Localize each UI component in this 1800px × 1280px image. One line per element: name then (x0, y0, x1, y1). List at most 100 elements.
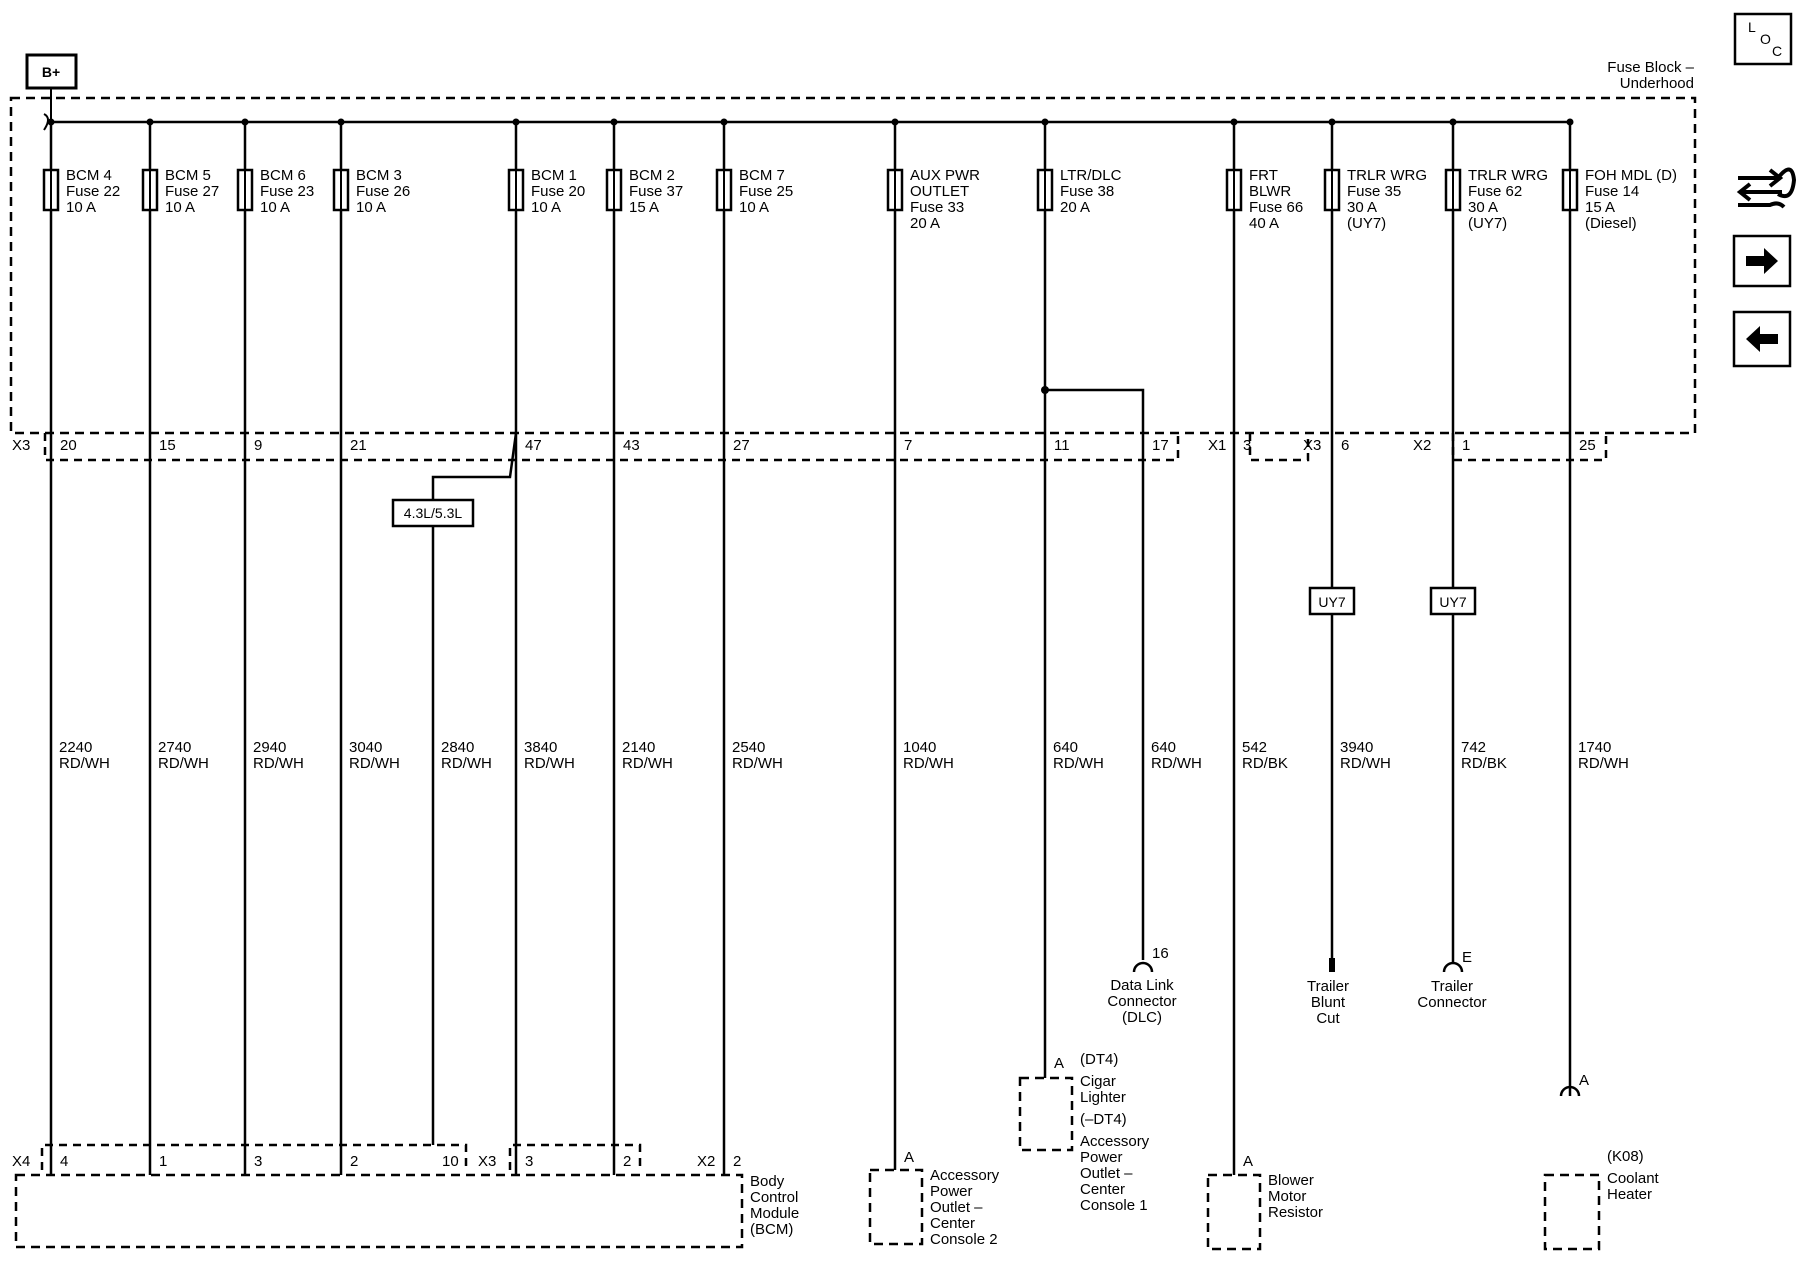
fuse-label-7-1: Fuse 25 (739, 183, 793, 200)
apo1-label-1: Accessory (1080, 1133, 1150, 1150)
bus-node-12 (1328, 118, 1336, 126)
wire-label-10-1: RD/WH (1151, 755, 1202, 772)
bcm-label-2: Control (750, 1189, 798, 1206)
wire-label-1-0: 2740 (158, 739, 191, 756)
cigar-option-2: (–DT4) (1080, 1111, 1127, 1128)
wire-label-13-0: 742 (1461, 739, 1486, 756)
fuse-label-12-2: 30 A (1347, 199, 1377, 216)
fuse-label-2-2: 10 A (260, 199, 290, 216)
wire-label-2-1: RD/WH (253, 755, 304, 772)
pin-bottom-6: 2 (623, 1153, 631, 1170)
previous-page-button[interactable] (1732, 310, 1792, 368)
wire-label-6-1: RD/WH (622, 755, 673, 772)
blower-label-1: Blower (1268, 1172, 1314, 1189)
pin-top-7: 27 (733, 437, 750, 454)
fuse-label-14-1: Fuse 14 (1585, 183, 1639, 200)
wire-label-14-1: RD/WH (1578, 755, 1629, 772)
fuse-label-6-0: BCM 2 (629, 167, 675, 184)
wire-label-8-0: 1040 (903, 739, 936, 756)
fuse-label-3-0: BCM 3 (356, 167, 402, 184)
fuse-label-13-1: Fuse 62 (1468, 183, 1522, 200)
dlc-label-1: Data Link (1110, 977, 1174, 994)
coolant-label-1: Coolant (1607, 1170, 1660, 1187)
pin-top-0: 20 (60, 437, 77, 454)
pin-top-3: 21 (350, 437, 367, 454)
trailer-blunt-label-1: Trailer (1307, 978, 1349, 995)
fuse-label-6-2: 15 A (629, 199, 659, 216)
pin-bottom-5: 3 (525, 1153, 533, 1170)
fuse-label-8-0: AUX PWR (910, 167, 980, 184)
location-icon: L (1748, 19, 1756, 35)
pin-top-9: 11 (1054, 437, 1070, 454)
bcm-label-3: Module (750, 1205, 799, 1222)
pin-bottom-0: 4 (60, 1153, 68, 1170)
pin-bottom-8: A (904, 1149, 914, 1166)
connector-x2b-bottom: X2 (697, 1153, 715, 1170)
wire-label-13-1: RD/BK (1461, 755, 1507, 772)
bus-node-2 (241, 118, 249, 126)
pin-top-10: 17 (1152, 437, 1169, 454)
wire-label-8-1: RD/WH (903, 755, 954, 772)
wire-label-4-0: 2840 (441, 739, 474, 756)
bus-node-13 (1449, 118, 1457, 126)
fuse-label-7-2: 10 A (739, 199, 769, 216)
apo2-label-5: Console 2 (930, 1231, 998, 1248)
apo2-label-4: Center (930, 1215, 975, 1232)
fuse-label-14-2: 15 A (1585, 199, 1615, 216)
engine-option-label: 4.3L/5.3L (404, 505, 463, 521)
pin-bottom-13: E (1462, 949, 1472, 966)
fuse-label-9-0: LTR/DLC (1060, 167, 1122, 184)
pin-bottom-10: 16 (1152, 945, 1169, 962)
coolant-label-2: Heater (1607, 1186, 1652, 1203)
pin-top-6: 43 (623, 437, 640, 454)
fuse-label-0-0: BCM 4 (66, 167, 112, 184)
wire-label-0-1: RD/WH (59, 755, 110, 772)
location-button[interactable]: L O C (1733, 12, 1793, 66)
pin-bottom-1: 1 (159, 1153, 167, 1170)
connector-swap-button[interactable] (1736, 167, 1797, 209)
next-page-button[interactable] (1732, 234, 1792, 288)
fuse-label-1-0: BCM 5 (165, 167, 211, 184)
wire-label-10-0: 640 (1151, 739, 1176, 756)
svg-text:O: O (1760, 31, 1771, 47)
connector-x3c-bottom: X3 (478, 1153, 496, 1170)
fuse-label-11-0: FRT (1249, 167, 1278, 184)
fuse-label-12-1: Fuse 35 (1347, 183, 1401, 200)
dlc-label-3: (DLC) (1122, 1009, 1162, 1026)
apo2-label-1: Accessory (930, 1167, 1000, 1184)
pin-bottom-11: A (1243, 1153, 1253, 1170)
fuse-label-8-1: OUTLET (910, 183, 969, 200)
bus-node-9 (1041, 118, 1049, 126)
trailer-conn-label-1: Trailer (1431, 978, 1473, 995)
bcm-label-4: (BCM) (750, 1221, 793, 1238)
bus-node-14 (1566, 118, 1574, 126)
connector-x2-top: X2 (1413, 437, 1431, 454)
uy7-option-1: UY7 (1318, 594, 1345, 610)
trailer-blunt-label-2: Blunt (1311, 994, 1346, 1011)
fuse-label-1-1: Fuse 27 (165, 183, 219, 200)
connector-swap-icon (1736, 167, 1797, 202)
fuse-block-title: Fuse Block – (1607, 59, 1694, 76)
pin-top-11: 3 (1243, 437, 1251, 454)
wire-label-5-1: RD/WH (524, 755, 575, 772)
fuse-block-subtitle: Underhood (1620, 75, 1694, 92)
fuse-label-3-2: 10 A (356, 199, 386, 216)
fuse-block-outline (9, 96, 1697, 435)
cigar-lighter-box (1018, 1076, 1074, 1152)
wire-label-11-1: RD/BK (1242, 755, 1288, 772)
wire-label-6-0: 2140 (622, 739, 655, 756)
wire-label-7-1: RD/WH (732, 755, 783, 772)
bcm-label-1: Body (750, 1173, 785, 1190)
trailer-blunt-label-3: Cut (1316, 1010, 1340, 1027)
trailer-conn-label-2: Connector (1417, 994, 1486, 1011)
wire-label-0-0: 2240 (59, 739, 92, 756)
wire-label-9-1: RD/WH (1053, 755, 1104, 772)
wire-label-14-0: 1740 (1578, 739, 1611, 756)
fuse-label-14-0: FOH MDL (D) (1585, 167, 1677, 184)
fuse-label-9-2: 20 A (1060, 199, 1090, 216)
coolant-option: (K08) (1607, 1148, 1644, 1165)
arrow-right-icon (1746, 248, 1778, 274)
fuse-label-11-3: 40 A (1249, 215, 1279, 232)
wire-label-11-0: 542 (1242, 739, 1267, 756)
apo2-box (868, 1168, 924, 1246)
